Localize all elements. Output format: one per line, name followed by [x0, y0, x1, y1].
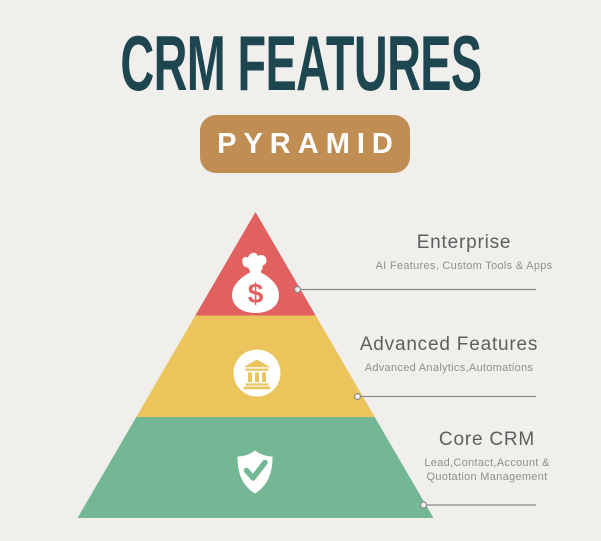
- check-mark: [243, 459, 268, 481]
- bank-icon: [233, 349, 281, 397]
- bank-column: [262, 372, 266, 382]
- money-bag-knot: [242, 252, 267, 269]
- tier-description-line: Quotation Management: [426, 471, 548, 483]
- dollar-sign: $: [248, 278, 264, 309]
- bank-column: [248, 372, 252, 382]
- bank-base: [243, 386, 271, 390]
- connector-core: [419, 501, 536, 509]
- tier-title: Core CRM: [438, 429, 536, 450]
- shield-check-icon: [237, 450, 273, 494]
- connector-dot: [419, 501, 428, 509]
- page-title: CRM FEATURES: [0, 24, 601, 102]
- connector-dot: [293, 285, 302, 294]
- tier-label-enterprise: Enterprise AI Features, Custom Tools & A…: [376, 232, 553, 273]
- connector-enterprise: [293, 285, 536, 294]
- tier-description-line: Lead,Contact,Account &: [424, 457, 550, 469]
- connector-dot: [353, 392, 362, 401]
- page-title-text: CRM FEATURES: [120, 19, 482, 107]
- bank-stylobate: [245, 383, 269, 386]
- pyramid-badge-label: PYRAMID: [217, 127, 400, 160]
- money-bag-body: [232, 272, 279, 313]
- tier-description-line: Advanced Analytics,Automations: [364, 362, 534, 374]
- tier-label-core: Core CRM Lead,Contact,Account & Quotatio…: [424, 429, 549, 484]
- tier-title: Enterprise: [416, 232, 512, 253]
- bank-roof: [243, 359, 271, 368]
- bank-architrave: [245, 368, 269, 371]
- pyramid-badge: PYRAMID: [200, 115, 410, 173]
- tier-label-advanced: Advanced Features Advanced Analytics,Aut…: [360, 334, 538, 375]
- tier-title: Advanced Features: [359, 334, 539, 355]
- money-bag-icon: $: [232, 252, 279, 313]
- tier-description-line: AI Features, Custom Tools & Apps: [375, 260, 553, 272]
- connector-advanced: [353, 392, 536, 401]
- bank-column: [255, 372, 259, 382]
